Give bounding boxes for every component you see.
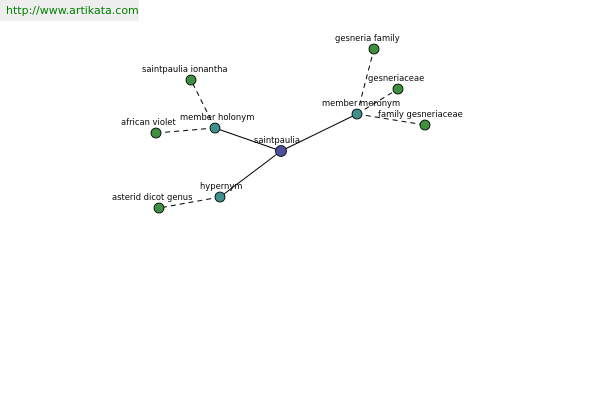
node-member-holonym[interactable] (209, 122, 221, 134)
labels-layer: saintpaulia member holonym member meronym h… (112, 33, 463, 202)
nodes-layer (150, 43, 431, 214)
node-label-saintpaulia[interactable]: saintpaulia (254, 135, 300, 145)
node-label-hypernym[interactable]: hypernym (200, 181, 242, 191)
node-asterid-dicot-genus[interactable] (153, 202, 165, 214)
node-label-saintpaulia-ionantha[interactable]: saintpaulia ionantha (142, 64, 228, 74)
edge-member-meronym-to-gesneria-family (356, 48, 375, 115)
node-label-member-meronym[interactable]: member meronym (322, 98, 400, 108)
node-member-meronym[interactable] (351, 108, 363, 120)
edge-member-meronym-to-family-gesneriaceae (356, 113, 426, 126)
node-label-asterid-dicot-genus[interactable]: asterid dicot genus (112, 192, 192, 202)
node-label-african-violet[interactable]: african violet (121, 117, 176, 127)
edge-member-meronym-to-gesneriaceae (356, 88, 399, 115)
node-family-gesneriaceae[interactable] (419, 119, 431, 131)
node-label-family-gesneriaceae[interactable]: family gesneriaceae (378, 109, 463, 119)
edge-saintpaulia-to-hypernym (219, 150, 282, 198)
edge-saintpaulia-to-member-holonym (214, 127, 282, 152)
edge-member-holonym-to-african-violet (155, 127, 216, 134)
edges-layer (155, 48, 426, 209)
source-link[interactable]: http://www.artikata.com (0, 0, 139, 21)
node-gesneria-family[interactable] (368, 43, 380, 55)
node-label-gesneriaceae[interactable]: gesneriaceae (368, 73, 424, 83)
node-label-member-holonym[interactable]: member holonym (180, 112, 254, 122)
node-label-gesneria-family[interactable]: gesneria family (335, 33, 400, 43)
node-african-violet[interactable] (150, 127, 162, 139)
edge-hypernym-to-asterid-dicot-genus (158, 196, 221, 209)
node-saintpaulia-ionantha[interactable] (185, 74, 197, 86)
node-hypernym[interactable] (214, 191, 226, 203)
node-gesneriaceae[interactable] (392, 83, 404, 95)
node-saintpaulia[interactable] (275, 145, 287, 157)
edge-saintpaulia-to-member-meronym (280, 113, 358, 152)
